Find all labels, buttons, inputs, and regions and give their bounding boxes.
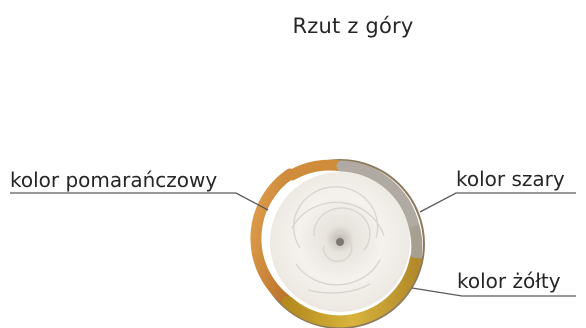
label-yellow-color: kolor żółty xyxy=(457,271,561,291)
gray-lower-segment xyxy=(414,226,417,258)
label-gray-color: kolor szary xyxy=(456,169,565,189)
leader-line-orange xyxy=(10,193,268,210)
label-orange-color: kolor pomarańczowy xyxy=(10,170,217,190)
leader-line-gray xyxy=(420,193,576,212)
core-center xyxy=(336,238,344,246)
